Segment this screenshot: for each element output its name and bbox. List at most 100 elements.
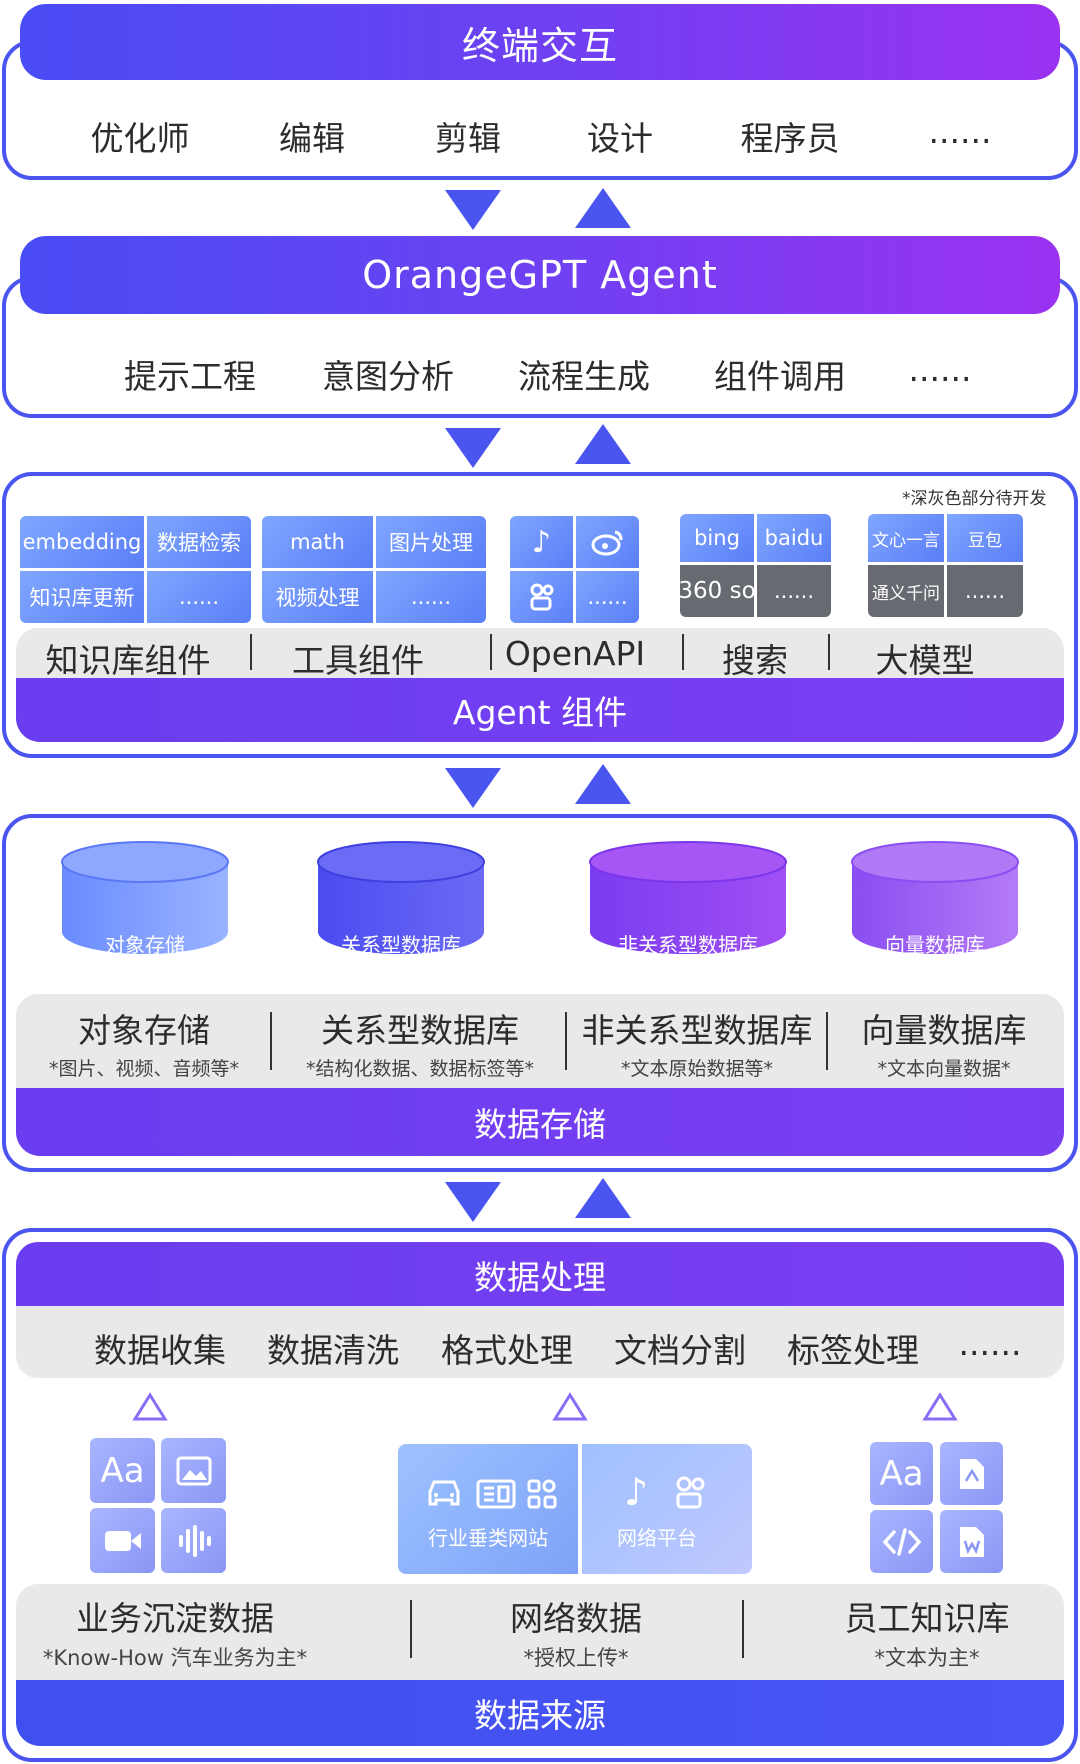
news-icon	[476, 1479, 516, 1509]
pdf-icon	[940, 1442, 1003, 1505]
terminal-item-programmer: 程序员	[740, 119, 840, 158]
audio-icon	[161, 1508, 226, 1573]
cylinder-vector-db: 向量数据库	[850, 840, 1019, 957]
kuaishou-icon	[510, 571, 573, 623]
step-split: 文档分割	[614, 1331, 746, 1370]
douyin-icon: ♪	[624, 1470, 649, 1514]
terminal-item-optimizer: 优化师	[90, 119, 190, 158]
car-icon	[428, 1480, 460, 1506]
tile-360so: 360 so	[680, 565, 754, 617]
source-sub: *Know-How 汽车业务为主*	[42, 1646, 308, 1670]
font-icon: Aa	[90, 1438, 155, 1503]
storage-col-sub: *文本向量数据*	[877, 1058, 1011, 1080]
tile-tool-more: ......	[376, 571, 486, 623]
kuaishou-icon	[676, 1476, 705, 1509]
triangle-up-icon	[552, 1392, 588, 1421]
tile-llm-more: ......	[947, 565, 1023, 617]
separator	[410, 1600, 412, 1658]
triangle-up-icon	[922, 1392, 958, 1421]
category-llm: 大模型	[875, 641, 975, 680]
arrow-down-icon	[445, 190, 501, 230]
source-business: 业务沉淀数据 *Know-How 汽车业务为主*	[30, 1592, 320, 1672]
storage-col-sub: *文本原始数据等*	[620, 1058, 773, 1080]
source-title: 业务沉淀数据	[76, 1599, 274, 1638]
agent-item-component: 组件调用	[714, 357, 846, 396]
weibo-icon	[576, 516, 639, 568]
grid-icon	[527, 1479, 557, 1509]
agent-item-more: ......	[908, 350, 972, 389]
arrow-down-icon	[445, 1182, 501, 1222]
tile-kb-update: 知识库更新	[20, 571, 144, 623]
separator	[826, 1012, 828, 1070]
web-label-industry: 行业垂类网站	[428, 1526, 548, 1550]
tile-search-more: ......	[757, 565, 831, 617]
storage-col-sub: *结构化数据、数据标签等*	[305, 1058, 534, 1080]
separator	[565, 1012, 567, 1070]
storage-col-title: 对象存储	[78, 1011, 210, 1050]
douyin-icon: ♪	[510, 516, 573, 568]
storage-col-vector: 向量数据库 *文本向量数据*	[836, 1004, 1052, 1081]
font-icon: Aa	[870, 1442, 933, 1505]
separator	[490, 634, 492, 670]
agent-item-flow: 流程生成	[518, 357, 650, 396]
storage-col-nonrelational: 非关系型数据库 *文本原始数据等*	[572, 1004, 822, 1081]
source-title: 网络数据	[510, 1599, 642, 1638]
step-collect: 数据收集	[94, 1331, 226, 1370]
arrow-down-icon	[445, 428, 501, 468]
step-more: ......	[958, 1324, 1022, 1363]
source-title: 员工知识库	[844, 1599, 1010, 1638]
tile-openapi-more: ......	[576, 571, 639, 623]
arrow-up-icon	[575, 424, 631, 464]
terminal-item-editor: 编辑	[279, 119, 345, 158]
arrow-down-icon	[445, 768, 501, 808]
source-sub: *文本为主*	[874, 1646, 980, 1670]
step-clean: 数据清洗	[267, 1331, 399, 1370]
dev-note: *深灰色部分待开发	[902, 489, 1047, 509]
cylinder-label: 对象存储	[105, 933, 185, 957]
storage-col-sub: *图片、视频、音频等*	[48, 1058, 239, 1080]
category-knowledge: 知识库组件	[45, 641, 211, 680]
agent-item-intent: 意图分析	[322, 357, 454, 396]
arrow-up-icon	[575, 764, 631, 804]
tile-data-retrieval: 数据检索	[147, 516, 251, 568]
processing-steps-bar	[16, 1306, 1064, 1378]
agent-title: OrangeGPT Agent	[20, 236, 1060, 314]
separator	[742, 1600, 744, 1658]
separator	[828, 634, 830, 670]
tile-image-processing: 图片处理	[376, 516, 486, 568]
source-sub: *授权上传*	[523, 1646, 629, 1670]
tile-embedding: embedding	[20, 516, 144, 568]
agent-item-prompt: 提示工程	[124, 357, 256, 396]
code-icon	[870, 1510, 933, 1573]
triangle-up-icon	[132, 1392, 168, 1421]
separator	[682, 634, 684, 670]
tile-bing: bing	[680, 514, 754, 562]
tile-kb-more: ......	[147, 571, 251, 623]
terminal-item-more: ......	[928, 112, 992, 151]
terminal-item-designer: 设计	[587, 119, 653, 158]
tile-video-processing: 视频处理	[262, 571, 373, 623]
video-icon	[90, 1508, 155, 1573]
image-icon	[161, 1438, 226, 1503]
tile-tongyi: 通义千问	[868, 565, 944, 617]
storage-col-title: 非关系型数据库	[581, 1011, 813, 1050]
cylinder-label: 非关系型数据库	[618, 933, 758, 957]
tile-wenxin: 文心一言	[868, 514, 944, 562]
category-openapi: OpenAPI	[504, 634, 646, 673]
storage-footer: 数据存储	[16, 1088, 1064, 1156]
arrow-up-icon	[575, 188, 631, 228]
tile-math: math	[262, 516, 373, 568]
step-format: 格式处理	[441, 1331, 573, 1370]
web-card-platform	[582, 1444, 752, 1574]
arrow-up-icon	[575, 1178, 631, 1218]
sources-footer: 数据来源	[16, 1680, 1064, 1746]
cylinder-object-storage: 对象存储	[60, 840, 229, 957]
web-card-industry	[398, 1444, 578, 1574]
processing-title: 数据处理	[16, 1242, 1064, 1308]
source-network: 网络数据 *授权上传*	[456, 1592, 696, 1672]
cylinder-nonrelational-db: 非关系型数据库	[588, 840, 787, 957]
source-employee: 员工知识库 *文本为主*	[812, 1592, 1042, 1672]
separator	[250, 634, 252, 670]
storage-col-title: 向量数据库	[861, 1011, 1027, 1050]
storage-col-title: 关系型数据库	[321, 1011, 519, 1050]
